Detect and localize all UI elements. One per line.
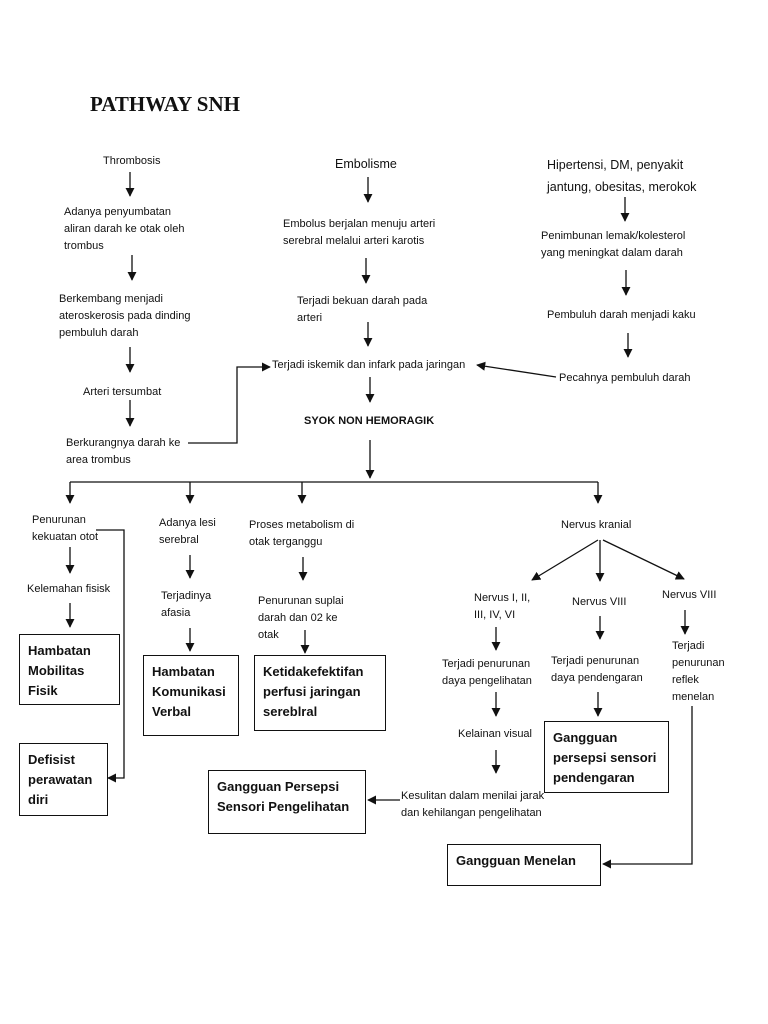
node-arteri-tersumbat: Arteri tersumbat <box>83 386 162 398</box>
node-kelainan-visual: Kelainan visual <box>458 728 532 740</box>
diagnosis-menelan: Gangguan Menelan <box>447 844 601 886</box>
node-suplai: Penurunan suplai darah dan 02 ke otak <box>258 595 344 641</box>
diagnosis-sensori-penglihatan: Gangguan Persepsi Sensori Pengelihatan <box>208 770 366 834</box>
node-metabolisme: Proses metabolism di otak terganggu <box>249 519 355 548</box>
node-nervus-kranial: Nervus kranial <box>561 519 632 531</box>
node-penurunan-kekuatan: Penurunan kekuatan otot <box>32 514 99 543</box>
node-lesi: Adanya lesi serebral <box>159 517 216 546</box>
node-nervus-1: Nervus I, II, III, IV, VI <box>474 592 531 621</box>
node-embolisme: Embolisme <box>335 157 397 171</box>
page-title: PATHWAY SNH <box>90 92 240 116</box>
node-reflek: Terjadi penurunan reflek menelan <box>672 640 725 703</box>
node-thrombosis: Thrombosis <box>103 155 161 167</box>
node-embolus: Embolus berjalan menuju arteri serebral … <box>283 218 436 247</box>
node-penyumbatan: Adanya penyumbatan aliran darah ke otak … <box>64 206 185 252</box>
diagnosis-komunikasi: Hambatan Komunikasi Verbal <box>143 655 239 736</box>
diagnosis-mobilitas: Hambatan Mobilitas Fisik <box>19 634 120 705</box>
node-nervus-8b: Nervus VIII <box>662 589 717 601</box>
node-hipertensi: Hipertensi, DM, penyakit jantung, obesit… <box>547 158 697 194</box>
node-kaku: Pembuluh darah menjadi kaku <box>547 309 696 321</box>
diagnosis-sensori-pendengaran: Gangguan persepsi sensori pendengaran <box>544 721 669 793</box>
node-bekuan: Terjadi bekuan darah pada arteri <box>297 295 428 324</box>
node-pecahnya: Pecahnya pembuluh darah <box>559 372 691 384</box>
node-aterosklerosis: Berkembang menjadi ateroskerosis pada di… <box>59 293 191 339</box>
node-penglihatan: Terjadi penurunan daya pengelihatan <box>442 658 532 687</box>
diagnosis-perawatan: Defisist perawatan diri <box>19 743 108 816</box>
node-berkurangnya: Berkurangnya darah ke area trombus <box>66 437 181 466</box>
node-penimbunan: Penimbunan lemak/kolesterol yang meningk… <box>541 230 686 259</box>
node-afasia: Terjadinya afasia <box>161 590 212 619</box>
node-iskemik: Terjadi iskemik dan infark pada jaringan <box>272 359 466 371</box>
node-pendengaran: Terjadi penurunan daya pendengaran <box>551 655 643 684</box>
diagnosis-perfusi: Ketidakefektifan perfusi jaringan serebl… <box>254 655 386 731</box>
node-syok: SYOK NON HEMORAGIK <box>304 415 435 427</box>
node-kesulitan: Kesulitan dalam menilai jarak dan kehila… <box>401 790 545 819</box>
node-nervus-8a: Nervus VIII <box>572 596 627 608</box>
node-kelemahan: Kelemahan fisisk <box>27 583 111 595</box>
